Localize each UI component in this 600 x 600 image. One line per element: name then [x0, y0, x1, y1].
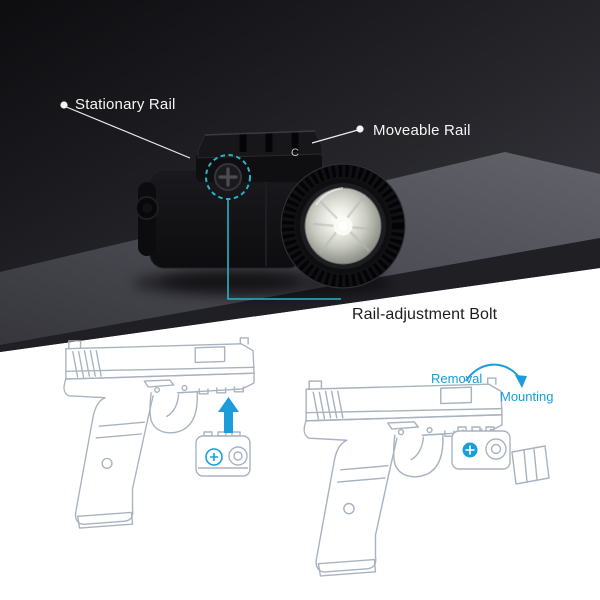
knurled-bezel [282, 165, 404, 287]
bolt-leader-line [227, 200, 341, 300]
stationary-rail-leader [63, 105, 191, 159]
detached-light [195, 431, 251, 477]
bolt-dashed-circle [205, 154, 251, 200]
flashlight-head [280, 163, 406, 289]
rail-adjustment-bolt-part [205, 154, 251, 200]
rail-adapter-plate [511, 445, 550, 485]
detached-light-bolt [205, 448, 223, 466]
stationary-rail-label: Stationary Rail [75, 96, 176, 113]
direction-curve-arrow-icon [465, 363, 527, 388]
moveable-rail-label: Moveable Rail [373, 122, 471, 139]
removal-label: Removal [431, 371, 483, 386]
moveable-rail-part [197, 130, 323, 159]
rail-adjustment-bolt-label: Rail-adjustment Bolt [352, 306, 498, 323]
flashlight-product [135, 130, 406, 289]
moveable-rail-dot [356, 125, 364, 133]
mounted-light [451, 426, 511, 470]
moveable-rail-leader [311, 129, 359, 144]
callout-leaders [60, 101, 364, 300]
stationary-rail-dot [60, 101, 68, 109]
product-c-marking: C [291, 147, 299, 159]
mounting-label: Mounting [500, 389, 554, 404]
pistol-right-diagram [303, 377, 503, 577]
mount-arrow-icon [218, 397, 239, 433]
